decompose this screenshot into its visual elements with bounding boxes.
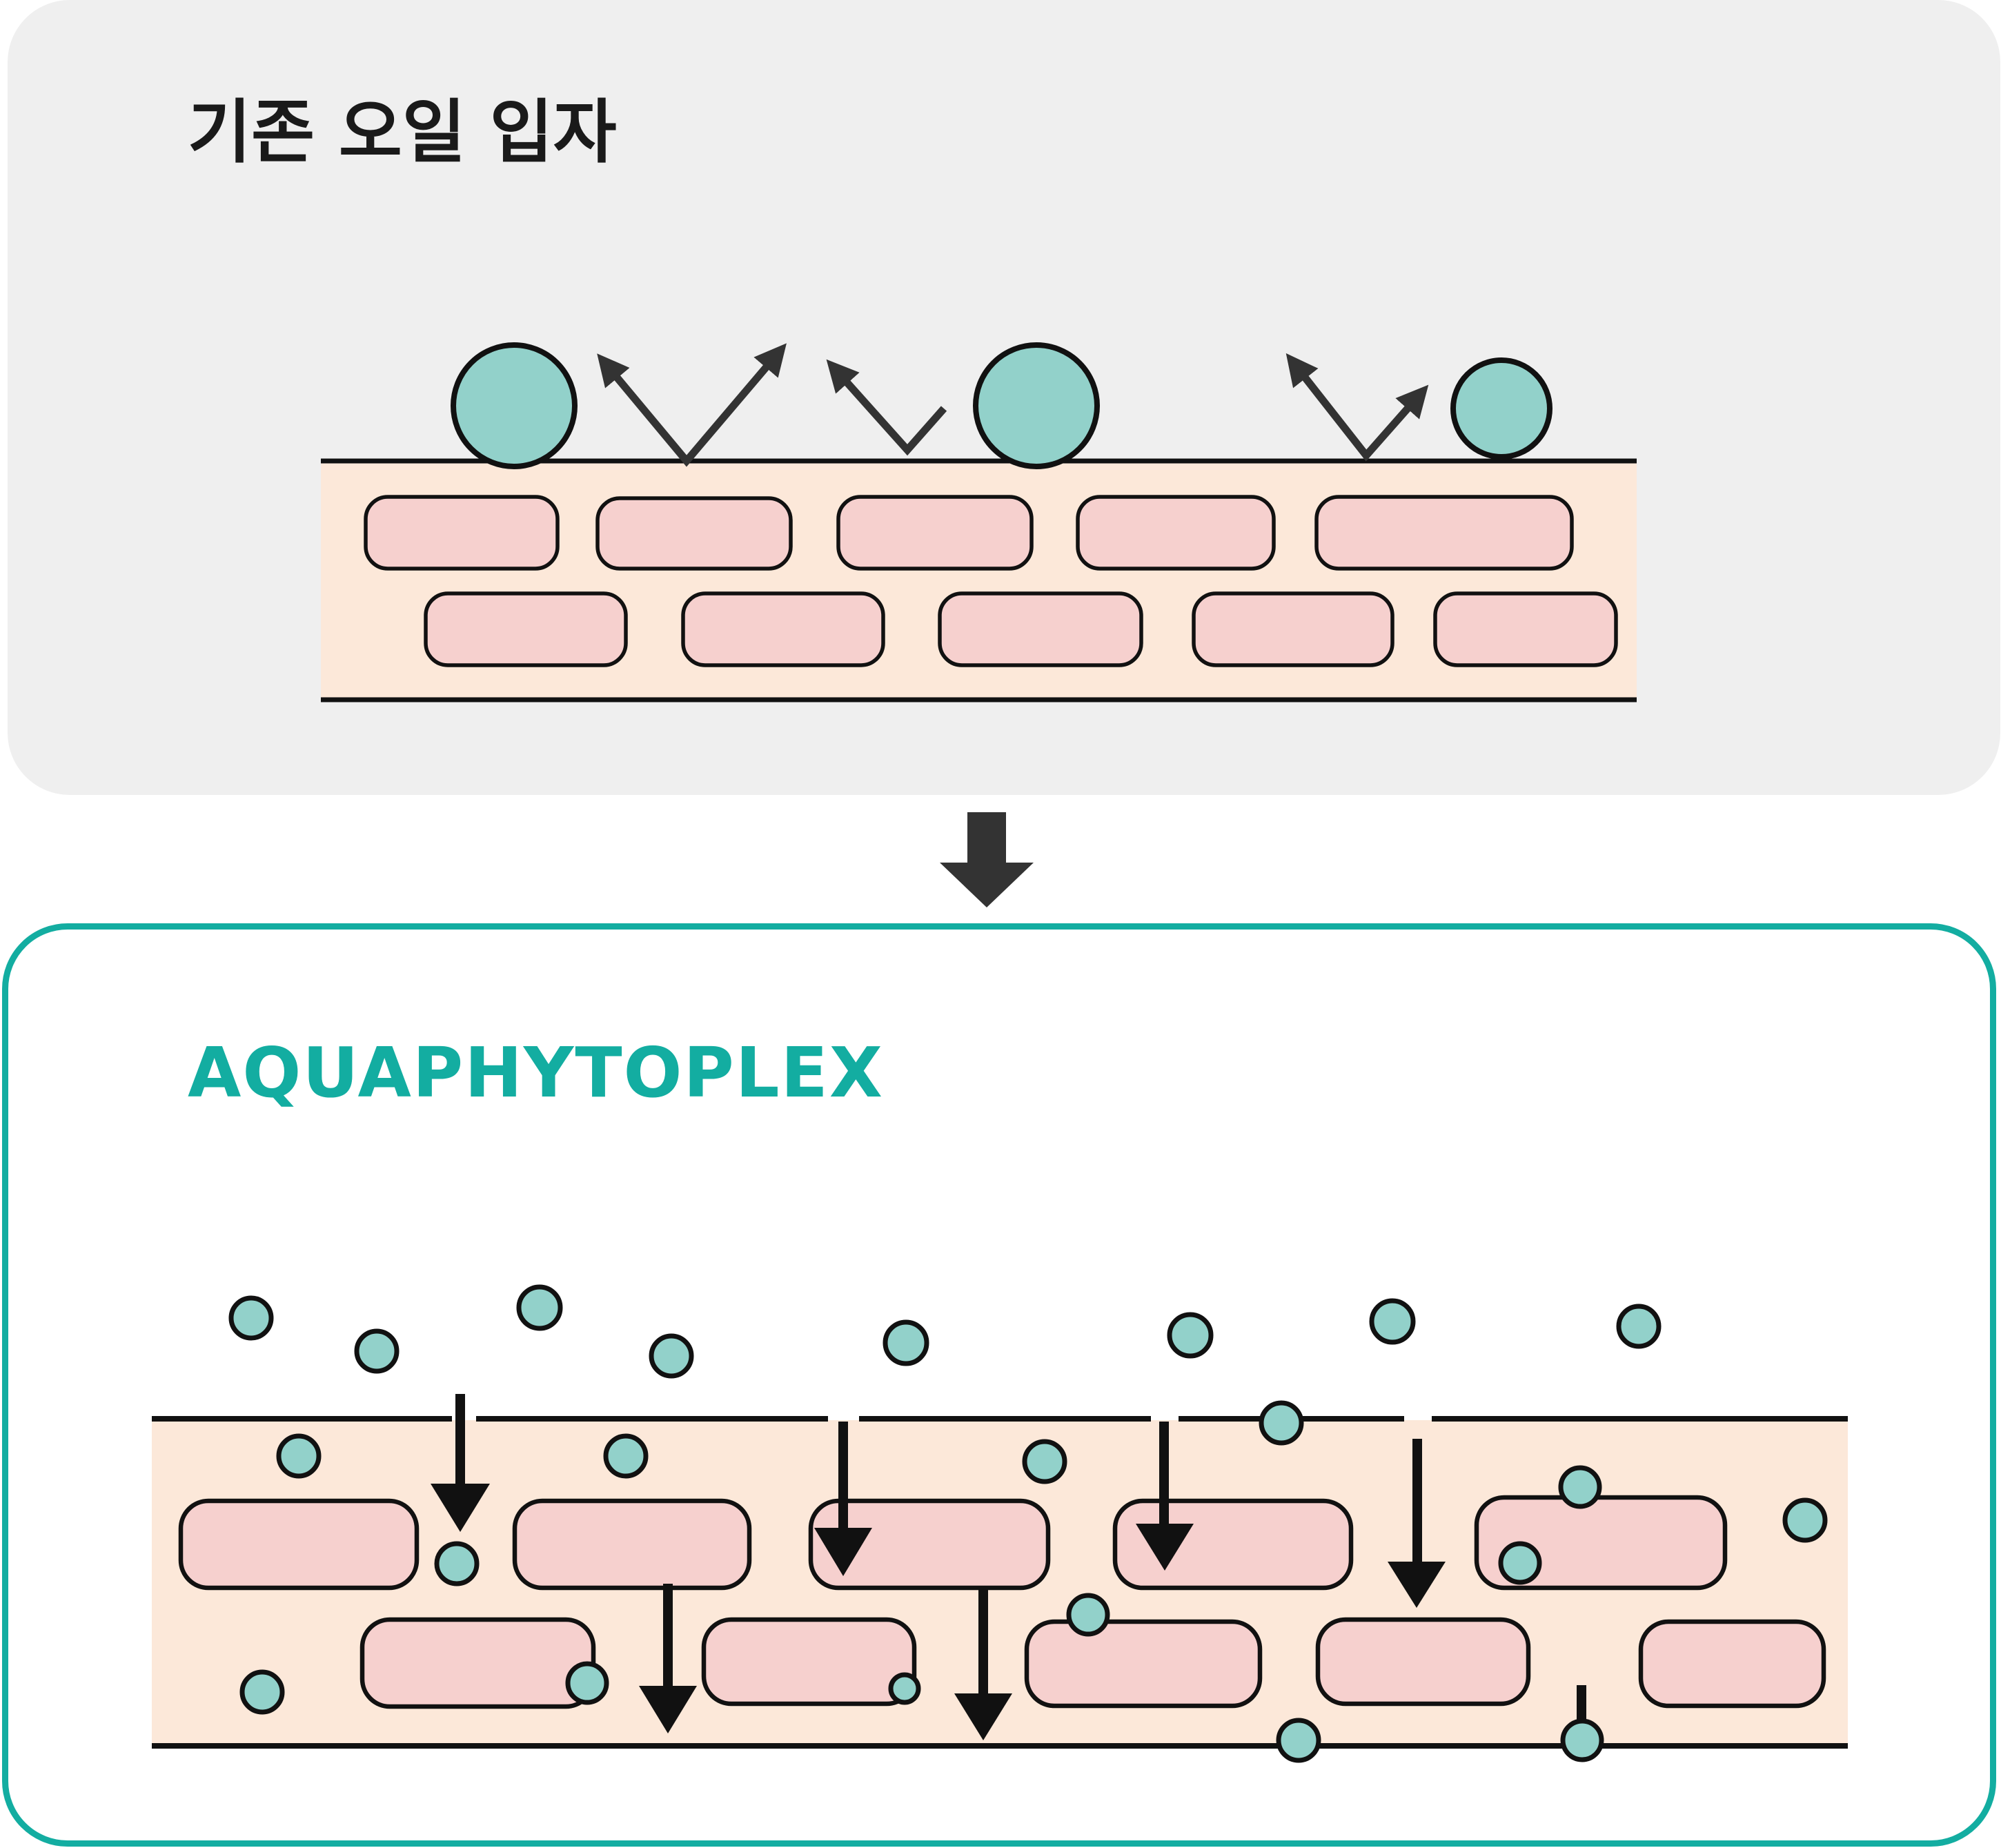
down-arrow-icon <box>455 1394 465 1486</box>
nano-particle <box>1369 1298 1416 1345</box>
skin-cell <box>512 1498 752 1591</box>
penetration-arrows <box>431 1394 1586 1740</box>
reflect-arrow-icon <box>1285 353 1429 462</box>
nano-particle <box>649 1333 694 1379</box>
nano-particle <box>434 1541 480 1586</box>
nano-particle <box>1167 1312 1214 1359</box>
down-arrow-icon <box>639 1686 697 1733</box>
nano-particle <box>565 1661 609 1705</box>
oil-particle <box>451 342 578 469</box>
skin-layer-top <box>321 458 1637 702</box>
nano-particle <box>239 1669 285 1715</box>
skin-cell <box>1433 591 1618 667</box>
nano-particle <box>888 1672 921 1705</box>
nano-particles <box>228 1284 1828 1763</box>
oil-particle <box>973 342 1100 469</box>
reflect-arrows <box>597 343 1429 467</box>
nano-particle <box>354 1328 400 1374</box>
skin-cell <box>1076 495 1276 571</box>
skin-cell <box>359 1617 596 1709</box>
down-arrow-icon <box>940 812 1034 907</box>
skin-cell <box>938 591 1143 667</box>
nano-particle <box>603 1433 649 1479</box>
skin-cell <box>1638 1619 1826 1709</box>
skin-cell <box>1314 495 1574 571</box>
nano-particle <box>1558 1465 1602 1509</box>
skin-cell <box>178 1498 420 1591</box>
skin-cell <box>1024 1619 1263 1709</box>
down-arrow-icon <box>1136 1524 1194 1571</box>
existing-oil-title: 기존 오일 입자 <box>188 92 617 173</box>
aquaphytoplex-title: AQUAPHYTOPLEX <box>188 1032 884 1113</box>
nano-particle <box>883 1319 929 1366</box>
nano-particle <box>1259 1400 1304 1446</box>
skin-cell <box>1192 591 1394 667</box>
skin-cell <box>808 1498 1051 1591</box>
oil-particle <box>1450 357 1552 460</box>
oil-particles <box>451 342 1552 469</box>
nano-particle <box>516 1284 563 1331</box>
nano-particle <box>1276 1718 1321 1763</box>
reflect-arrow-icon <box>826 359 947 456</box>
skin-cell <box>681 591 885 667</box>
skin-cell <box>424 591 628 667</box>
nano-particle <box>1560 1718 1604 1762</box>
nano-particle <box>1498 1541 1542 1585</box>
nano-particle <box>276 1433 322 1479</box>
skin-cell <box>364 495 560 571</box>
skin-cell <box>1112 1498 1354 1591</box>
down-arrow-icon <box>954 1693 1012 1740</box>
nano-particle <box>1782 1497 1828 1543</box>
skin-cell <box>595 496 793 571</box>
nano-particle <box>228 1295 274 1341</box>
down-arrow-icon <box>1577 1685 1586 1727</box>
nano-particle <box>1022 1439 1067 1484</box>
down-arrow-icon <box>1388 1562 1446 1608</box>
skin-cell <box>836 495 1034 571</box>
skin-cell <box>701 1617 917 1707</box>
down-arrow-icon <box>814 1528 872 1576</box>
nano-particle <box>1066 1593 1110 1637</box>
reflect-arrow-icon <box>597 343 787 467</box>
skin-cell <box>1315 1617 1531 1707</box>
nano-particle <box>1616 1304 1662 1349</box>
